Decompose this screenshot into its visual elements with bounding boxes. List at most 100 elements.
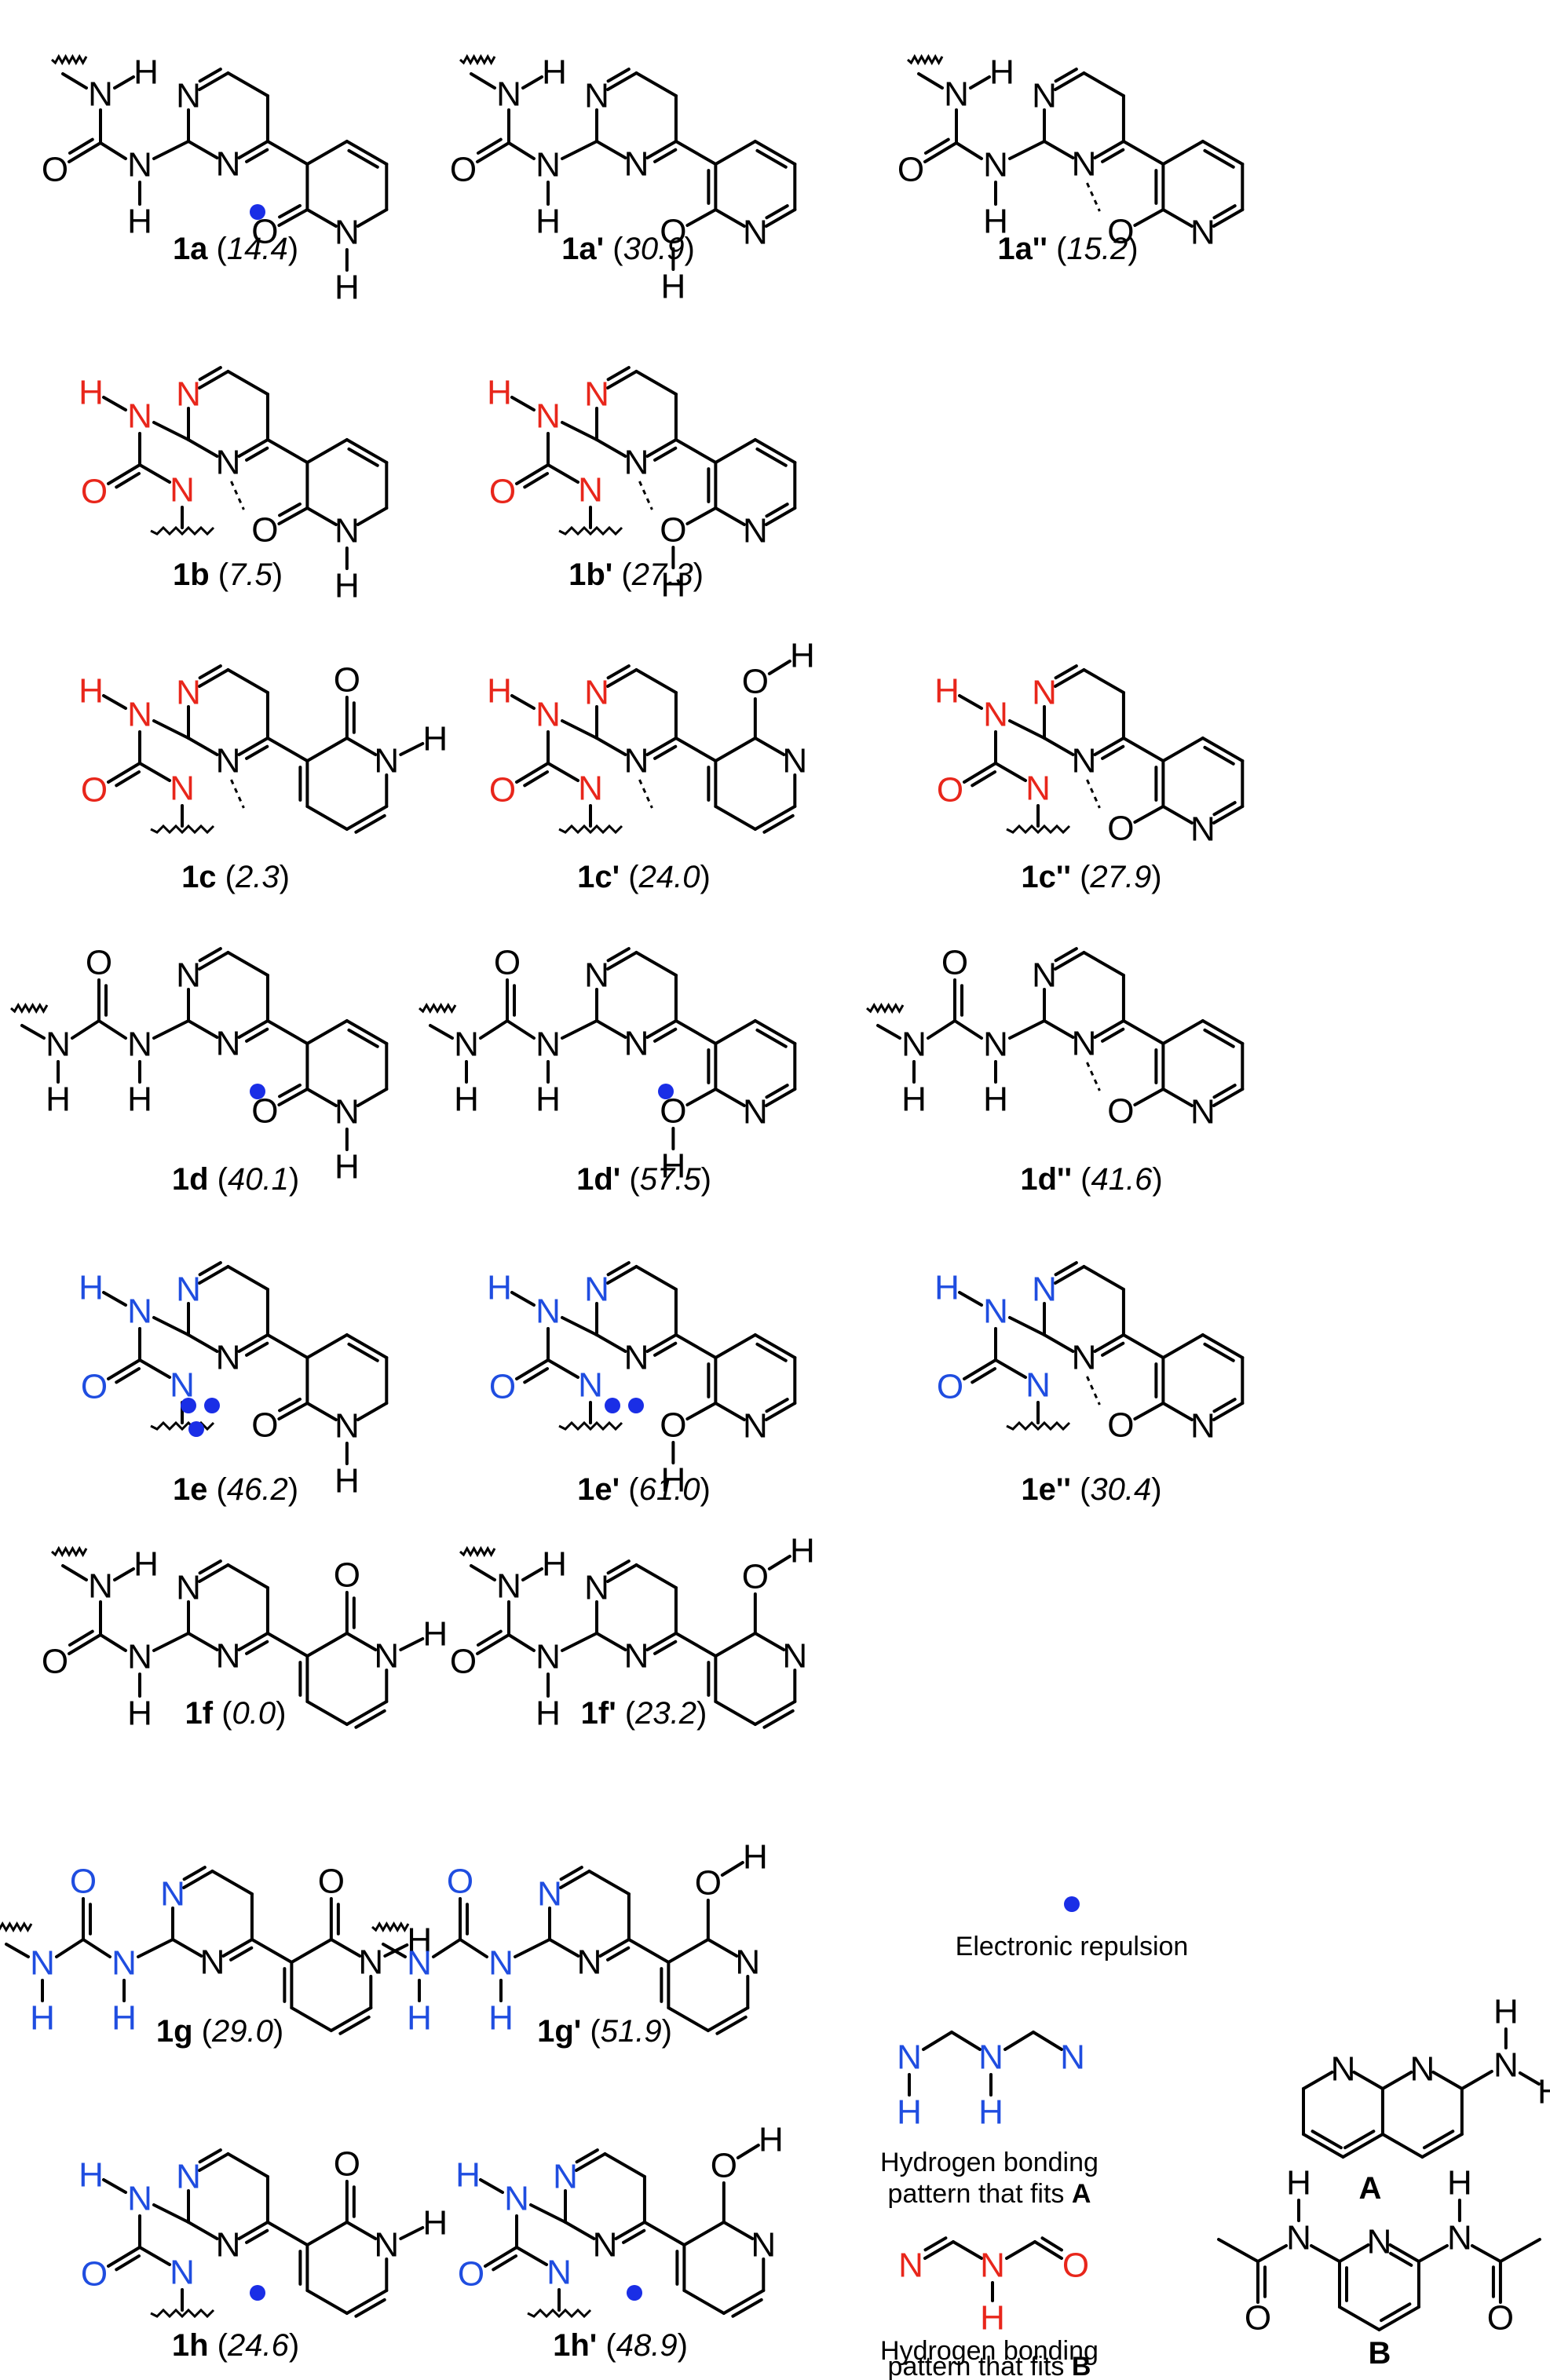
hydroxyl-h: H [790,1532,815,1570]
pyridine-n: N [1190,1093,1216,1132]
compound-prime: '' [1056,860,1071,894]
bond-line [1217,2238,1259,2263]
bond-line [1082,71,1125,97]
bond-line [226,370,269,396]
bond-line [876,1024,901,1040]
bond-line [198,664,222,680]
compound-energy: 15.2 [1066,232,1128,266]
paren-open: ( [581,2014,601,2049]
bond-line [107,2246,141,2268]
pyrimidine-n: N [584,674,609,712]
bond-line [1121,1333,1165,1359]
bond-line [1341,2133,1384,2159]
bond-line [606,947,631,963]
paren-close: ) [276,1696,286,1731]
bond-line [345,140,389,166]
bond-line [1161,140,1205,166]
bond-line [198,2152,230,2172]
pyrimidine-n: N [216,1339,241,1377]
bond-line [1343,2130,1376,2150]
bond-line [115,2254,141,2272]
urea-h: H [30,1999,55,2038]
bond-line [1201,737,1245,762]
bond-line [529,2203,567,2224]
compound-label: 1d' (57.5) [576,1162,711,1197]
bond-line [198,2148,222,2164]
bond-line [347,148,379,169]
compound-id: 1a [997,232,1033,266]
bond-line [347,1028,379,1048]
bond-line [226,2152,269,2178]
urea-h: H [455,2156,481,2195]
bond-line [714,1632,757,1658]
bond-line [682,2221,726,2247]
bond-line [277,506,309,525]
pyrimidine-n: N [176,674,201,712]
bond-line [706,2006,750,2032]
paren-open: ( [604,232,623,266]
bond-line [237,1019,269,1039]
compound-id: 1c [1021,860,1056,894]
paren-open: ( [597,2328,616,2363]
bond-line [356,506,389,526]
attachment-point [527,2308,592,2319]
bond-line [653,1027,678,1043]
urea-h: H [487,1269,512,1307]
bond-line [198,68,222,83]
bond-line [1431,2071,1464,2090]
compound-prime: '' [1056,1472,1071,1507]
bond-line [685,208,718,227]
bond-line [305,737,349,762]
bond-line [1302,2133,1345,2159]
repulsion-dot [250,2285,265,2301]
bond-line [345,737,378,756]
bond-line [753,1333,797,1359]
urea-o: O [941,944,968,982]
bond-line [606,366,631,382]
pyrimidine-n: N [216,1637,241,1676]
bond-line [714,805,757,831]
urea-o: O [458,2255,484,2294]
compound-id: 1b [173,558,210,592]
bond-line [152,421,190,441]
urea-o: O [81,771,108,810]
bond-line [1201,140,1245,166]
bond-line [1054,664,1078,680]
compound-energy: 30.9 [623,232,685,266]
bond-line [226,951,269,977]
amide-h: H [1447,2164,1472,2203]
bond-line [305,140,349,166]
bond-line [198,366,222,382]
pyrimidine-n: N [176,956,201,995]
pattern-a-caption-bold: A [1072,2179,1091,2209]
bond-line [1203,1028,1235,1048]
bond-line [152,1019,190,1040]
urea-n: N [504,2180,529,2218]
bond-line [506,1019,536,1040]
bond-line [1256,2244,1288,2263]
pattern-a-caption-text: pattern that fits [888,2179,1072,2209]
bond-line [714,208,746,228]
bond-line [595,438,627,458]
urea-h: H [536,203,561,241]
compound-label: 1c (2.3) [181,860,290,894]
bond-line [642,2221,686,2247]
bond-line [198,1265,230,1285]
urea-h: H [983,203,1008,241]
pyrimidine-n: N [216,1025,241,1063]
bond-line [606,664,631,680]
urea-h: H [133,1545,159,1584]
bond-line [198,370,230,389]
bond-line [714,1019,757,1045]
bond-line [561,719,598,740]
amine-h: H [1493,1993,1519,2031]
urea-h: H [46,1080,71,1119]
bond-line [507,1633,536,1652]
pyridine-n: N [334,1093,360,1132]
bond-line [547,1358,579,1379]
paren-open: ( [207,1472,227,1507]
